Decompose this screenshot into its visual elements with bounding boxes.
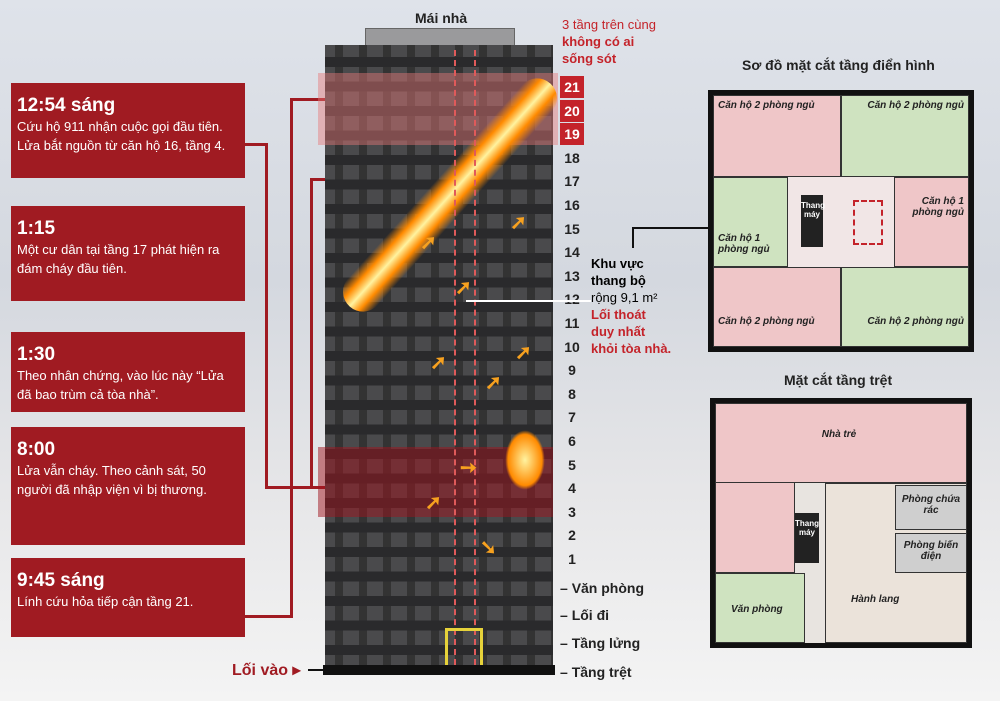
arrow-icon: ➚ — [515, 342, 532, 364]
level-text: Tầng lửng — [571, 635, 641, 651]
entrance-door — [445, 628, 483, 668]
floor-number: 16 — [564, 197, 580, 213]
level-text: Lối đi — [571, 607, 610, 623]
connector — [310, 178, 313, 488]
level-text: Văn phòng — [571, 580, 645, 596]
room: Phòng chứa rác — [895, 485, 967, 530]
description: Cứu hộ 911 nhận cuộc gọi đầu tiên. Lửa b… — [17, 119, 226, 153]
room: Phòng biến điện — [895, 533, 967, 573]
stairwell-note: Khu vực thang bộ rộng 9,1 m² Lối thoát d… — [591, 255, 671, 357]
note-line: duy nhất — [591, 324, 646, 339]
description: Theo nhân chứng, vào lúc này “Lửa đã bao… — [17, 368, 224, 402]
room: Nhà trẻ — [715, 403, 967, 483]
apartment-room: Căn hộ 1 phòng ngủ — [713, 177, 788, 267]
floor-number: 2 — [568, 527, 576, 544]
apartment-room: Căn hộ 1 phòng ngủ — [894, 177, 969, 267]
connector — [245, 143, 267, 146]
floor-number: 6 — [568, 433, 576, 449]
connector — [265, 486, 345, 489]
stair-pointer — [466, 300, 591, 302]
arrow-icon: ➚ — [455, 277, 472, 299]
arrow-icon: ➙ — [460, 457, 477, 479]
time: 8:00 — [17, 439, 56, 460]
arrow-icon: ➚ — [425, 492, 442, 514]
description: Lửa vẫn cháy. Theo cảnh sát, 50 người đã… — [17, 463, 207, 497]
apartment-room: Căn hộ 2 phòng ngủ — [713, 95, 841, 177]
level-label: – Tầng trệt — [560, 664, 632, 680]
apartment-room: Căn hộ 2 phòng ngủ — [841, 267, 969, 347]
note-line: thang bộ — [591, 273, 646, 288]
floor-number: 17 — [564, 173, 580, 190]
room: Văn phòng — [715, 573, 805, 643]
arrow-icon: ➚ — [485, 372, 502, 394]
typical-plan-title: Sơ đồ mặt cắt tầng điển hình — [742, 57, 935, 73]
note-line: 3 tầng trên cùng — [562, 17, 656, 32]
connector — [265, 143, 268, 488]
description: Lính cứu hỏa tiếp cận tầng 21. — [17, 594, 194, 609]
arrow-icon: ➚ — [430, 352, 447, 374]
note-line: sống sót — [562, 51, 617, 66]
entrance-pointer — [308, 669, 446, 671]
floor-number: 20 — [560, 99, 584, 122]
ground-plan-title: Mặt cắt tầng trệt — [784, 372, 893, 388]
connector — [290, 98, 293, 618]
time: 1:30 — [17, 344, 56, 365]
apartment-room: Căn hộ 2 phòng ngủ — [841, 95, 969, 177]
floor-number: 8 — [568, 385, 576, 402]
floor-number: 13 — [564, 267, 580, 284]
note-line: Khu vực — [591, 256, 644, 271]
level-text: Tầng trệt — [571, 664, 632, 680]
top-floors-note: 3 tầng trên cùng không có ai sống sót — [562, 16, 656, 67]
floor-number: 10 — [564, 338, 580, 355]
floor-number: 15 — [564, 220, 580, 237]
note-line: khỏi tòa nhà. — [591, 341, 672, 356]
description: Một cư dân tại tầng 17 phát hiện ra đám … — [17, 242, 220, 276]
floor-number: 9 — [568, 362, 576, 379]
floor-number: 4 — [568, 480, 576, 497]
level-label: – Văn phòng — [560, 580, 645, 596]
level-label: – Lối đi — [560, 607, 610, 623]
stair-pointer — [632, 228, 634, 248]
note-line: không có ai — [562, 34, 635, 49]
floor-number: 14 — [564, 244, 580, 261]
apartment-room: Căn hộ 2 phòng ngủ — [713, 267, 841, 347]
floor-number: 7 — [568, 409, 576, 426]
arrow-icon: ➚ — [420, 232, 437, 254]
arrow-icon: ➘ — [480, 537, 497, 559]
elevator: Thang máy — [801, 195, 825, 247]
floor-number: 1 — [568, 551, 576, 567]
entrance-label: Lối vào ▸ — [232, 662, 301, 679]
connector — [245, 615, 293, 618]
entrance-text: Lối vào — [232, 662, 289, 679]
floor-number: 3 — [568, 503, 576, 520]
ground-floor-plan: Nhà trẻ Thang máy Hành lang Phòng chứa r… — [710, 398, 972, 648]
fire-origin — [505, 430, 545, 490]
floor-number: 12 — [560, 288, 584, 310]
note-line: rộng 9,1 m² — [591, 290, 658, 305]
note-line: Lối thoát — [591, 307, 646, 322]
floor-number: 19 — [560, 123, 584, 146]
floor-number: 18 — [564, 149, 580, 166]
stairwell — [853, 200, 883, 245]
roof-label: Mái nhà — [415, 10, 468, 26]
connector — [290, 98, 335, 101]
arrow-icon: ➚ — [510, 212, 527, 234]
typical-floor-plan: Căn hộ 2 phòng ngủ Căn hộ 2 phòng ngủ Că… — [708, 90, 974, 352]
floor-number: 21 — [560, 76, 584, 98]
level-label: – Tầng lửng — [560, 635, 641, 651]
room-section — [715, 483, 795, 573]
floor-number: 5 — [568, 456, 576, 473]
time: 9:45 sáng — [17, 570, 105, 591]
floor-number: 11 — [564, 315, 580, 331]
elevator: Thang máy — [795, 513, 819, 563]
time: 12:54 sáng — [17, 95, 116, 116]
time: 1:15 — [17, 218, 56, 239]
stairwell-path — [454, 50, 476, 665]
building-roof — [365, 28, 515, 46]
